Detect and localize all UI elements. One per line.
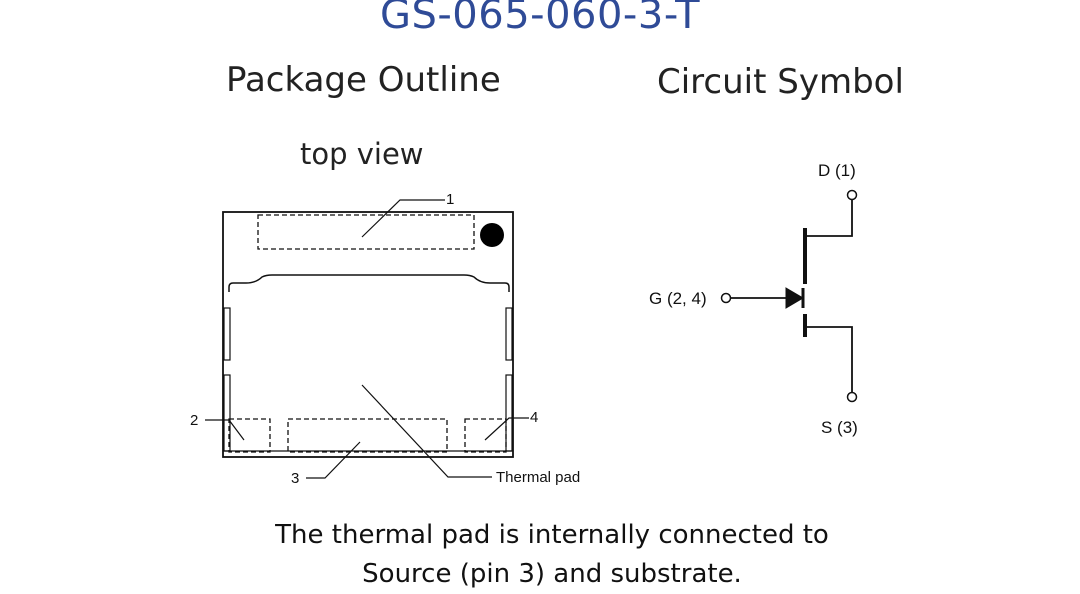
left-tab-bottom bbox=[223, 374, 231, 452]
gate-terminal bbox=[720, 292, 732, 304]
caption-line-2: Source (pin 3) and substrate. bbox=[362, 559, 742, 589]
pin3-pad bbox=[287, 418, 448, 453]
leader-lines bbox=[205, 199, 529, 479]
gate-diode-triangle bbox=[785, 287, 804, 309]
source-wire bbox=[807, 326, 853, 393]
package-body bbox=[222, 211, 514, 458]
thermal-pad-label: Thermal pad bbox=[496, 469, 580, 486]
caption-line-1: The thermal pad is internally connected … bbox=[275, 520, 829, 550]
pin4-label: 4 bbox=[530, 409, 538, 426]
right-tab-bottom bbox=[505, 374, 513, 452]
thermal-pad-leader bbox=[361, 384, 492, 478]
pin4-leader bbox=[484, 417, 529, 441]
gate-label: G (2, 4) bbox=[649, 289, 707, 308]
top-view-label: top view bbox=[300, 137, 424, 171]
pin3-label: 3 bbox=[291, 470, 299, 487]
right-tab-top bbox=[505, 307, 513, 361]
source-terminal bbox=[846, 391, 858, 403]
drain-wire bbox=[807, 199, 853, 237]
source-label: S (3) bbox=[821, 418, 858, 437]
pin1-marker-dot bbox=[480, 223, 504, 247]
drain-label: D (1) bbox=[818, 161, 856, 180]
circuit-symbol-heading: Circuit Symbol bbox=[657, 62, 904, 102]
thermal-pad-outline bbox=[228, 274, 510, 292]
pin2-label: 2 bbox=[190, 412, 198, 429]
package-outline bbox=[222, 211, 514, 458]
package-outline-heading: Package Outline bbox=[226, 60, 501, 100]
circuit-symbol bbox=[720, 189, 858, 403]
caption: The thermal pad is internally connected … bbox=[0, 516, 1080, 594]
pin3-leader bbox=[306, 441, 361, 479]
pin2-pad bbox=[228, 418, 271, 453]
pin1-leader bbox=[361, 199, 445, 238]
pin1-pad bbox=[257, 214, 475, 250]
pin2-leader bbox=[205, 419, 245, 441]
drain-terminal bbox=[846, 189, 858, 201]
pin1-label: 1 bbox=[446, 191, 454, 208]
page-title: GS-065-060-3-T bbox=[379, 0, 701, 38]
pin4-pad bbox=[464, 418, 507, 453]
left-tab-top bbox=[223, 307, 231, 361]
